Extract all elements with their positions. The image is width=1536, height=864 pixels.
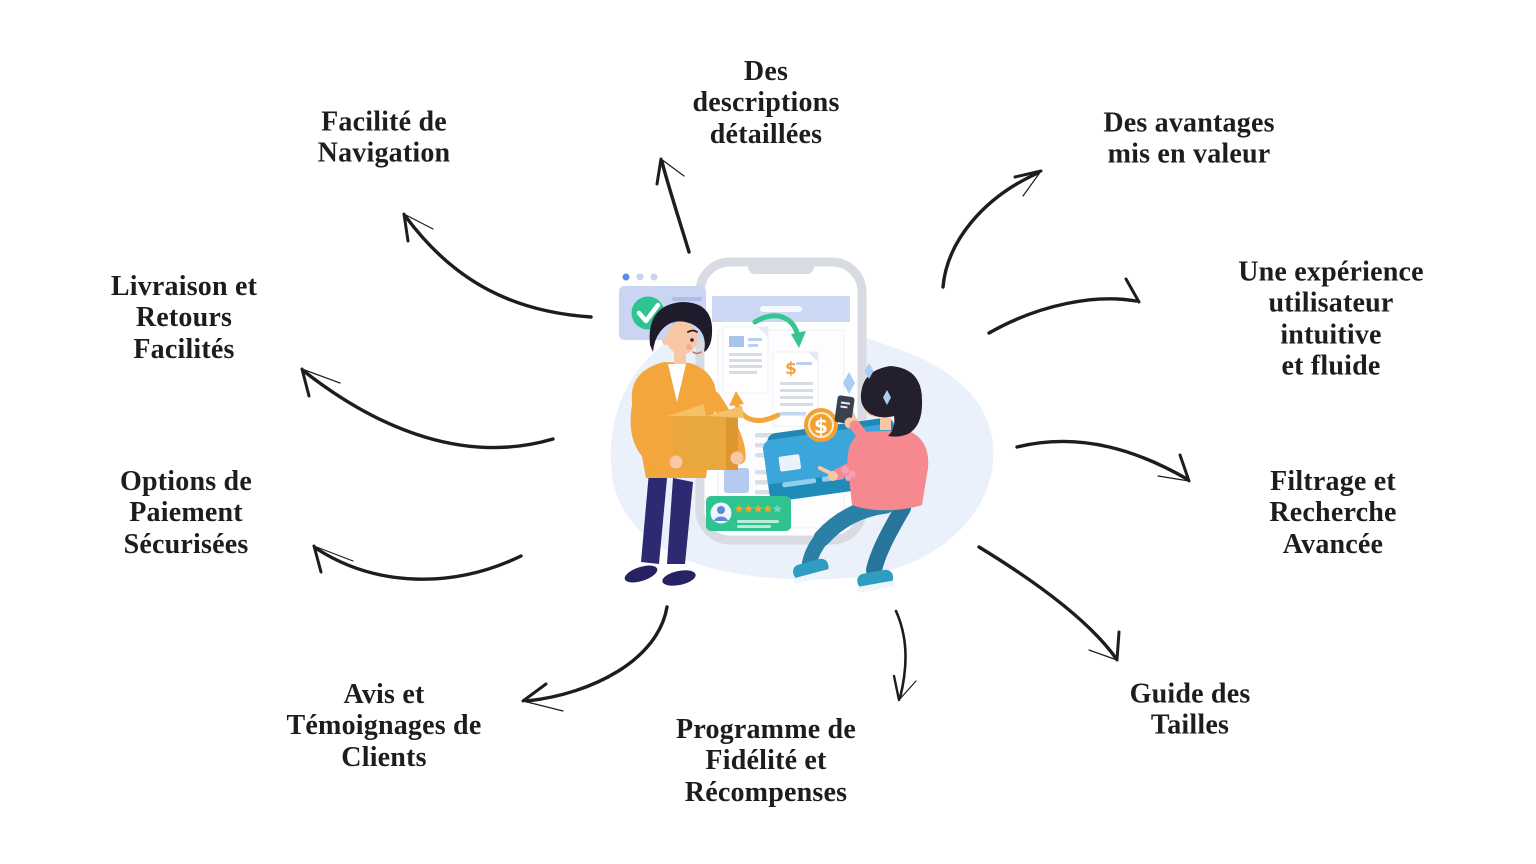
label-experience-utilisateur: Une expérience utilisateur intuitive et … <box>1238 256 1424 382</box>
transfer-arrows <box>729 313 806 423</box>
arrow-to-filtrage <box>1015 439 1191 483</box>
arrow-to-options <box>312 544 523 581</box>
dollar-coin-icon: $ <box>804 408 838 442</box>
label-avis-et-temoignages: Avis et Témoignages de Clients <box>286 678 482 773</box>
hand-phone-icon <box>834 395 855 424</box>
label-livraison-et-retours: Livraison et Retours Facilités <box>110 270 258 365</box>
svg-text:$: $ <box>814 414 828 438</box>
center-illustration: $ <box>610 257 994 593</box>
arrow-to-experience <box>987 277 1141 335</box>
man-holding-package <box>624 302 746 586</box>
avatar <box>710 502 732 524</box>
svg-text:$: $ <box>785 359 797 379</box>
arrow-to-programme <box>892 609 917 702</box>
arrow-to-guide <box>977 545 1121 662</box>
sparkles-icon <box>843 363 891 405</box>
label-filtrage-et-recherche: Filtrage et Recherche Avancée <box>1269 465 1397 560</box>
label-facilite-de-navigation: Facilité de Navigation <box>317 106 451 169</box>
review-card <box>706 496 791 531</box>
label-options-de-paiement: Options de Paiement Sécurisées <box>120 465 252 560</box>
label-programme-de-fidelite: Programme de Fidélité et Récompenses <box>676 713 856 808</box>
label-des-avantages-mis-en-valeur: Des avantages mis en valeur <box>1103 107 1275 170</box>
arrow-to-avis <box>521 605 669 712</box>
sneaker-left <box>793 558 831 584</box>
arrow-to-avantages <box>941 169 1043 289</box>
dollar-document: $ <box>772 351 819 427</box>
sneaker-right <box>856 569 895 593</box>
phone-notch <box>748 260 814 274</box>
label-des-descriptions-detaillees: Des descriptions détaillées <box>692 55 840 150</box>
arrow-to-descriptions <box>655 157 691 254</box>
label-guide-des-tailles: Guide des Tailles <box>1129 678 1251 741</box>
woman-with-smartphone <box>793 366 929 593</box>
arrow-to-navigation <box>402 212 593 319</box>
arrow-to-livraison <box>300 367 555 450</box>
document-list <box>722 326 769 394</box>
